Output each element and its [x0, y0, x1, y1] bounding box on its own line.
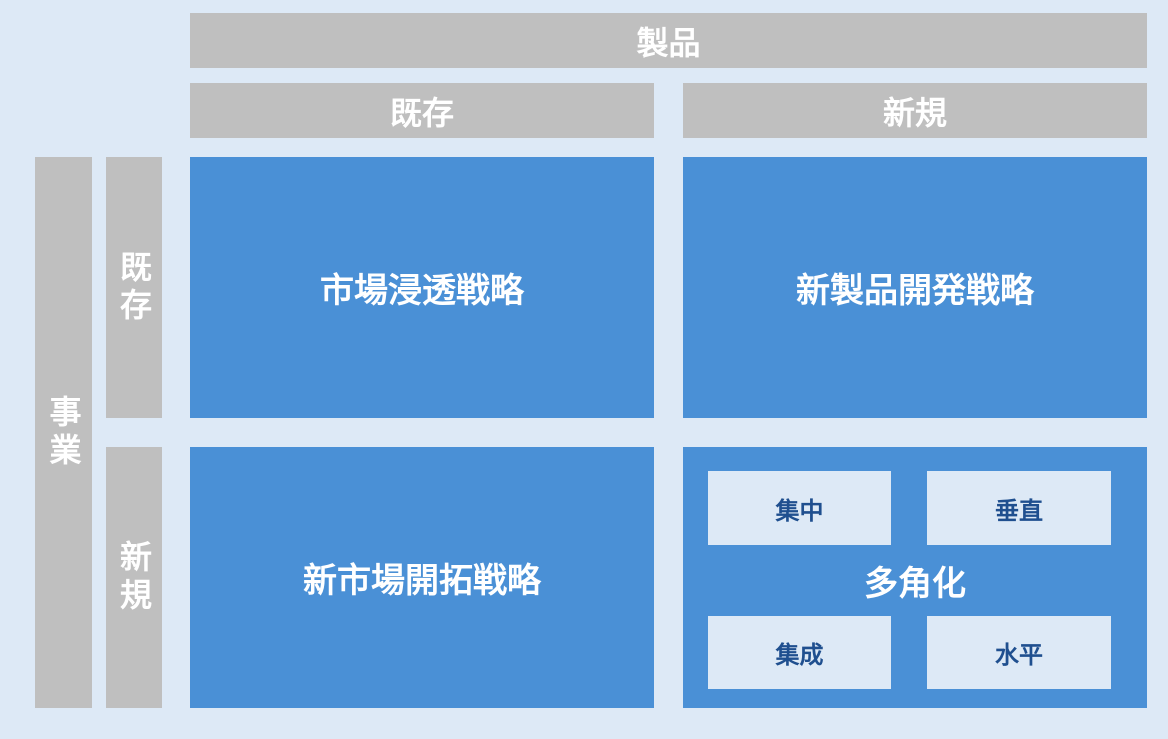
- product-existing-header: 既存: [190, 83, 654, 138]
- diversification-label: 多角化: [864, 563, 966, 604]
- business-header: 事業: [35, 157, 92, 708]
- product-new-header: 新規: [683, 83, 1147, 138]
- market-development-quadrant: 新市場開拓戦略: [190, 447, 654, 708]
- conglomerate-diversification-box: 集成: [708, 616, 891, 689]
- product-development-quadrant: 新製品開発戦略: [683, 157, 1147, 418]
- business-new-header: 新規: [106, 447, 162, 708]
- business-existing-header: 既存: [106, 157, 162, 418]
- product-header: 製品: [190, 13, 1147, 68]
- market-penetration-quadrant: 市場浸透戦略: [190, 157, 654, 418]
- horizontal-diversification-box: 水平: [927, 616, 1111, 689]
- vertical-diversification-box: 垂直: [927, 471, 1111, 545]
- concentric-diversification-box: 集中: [708, 471, 891, 545]
